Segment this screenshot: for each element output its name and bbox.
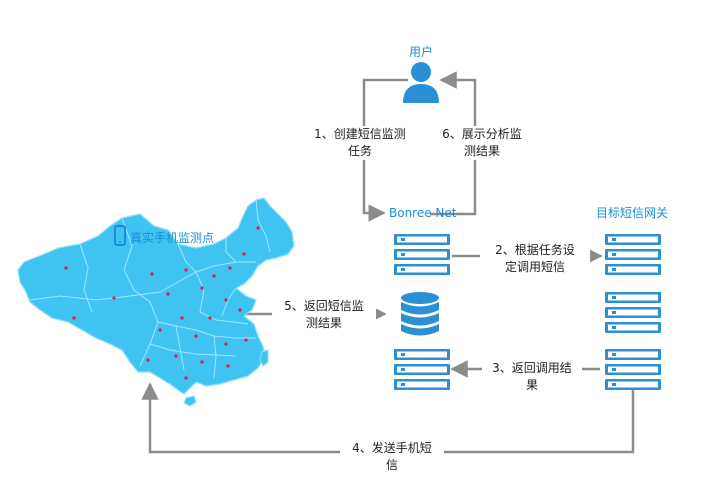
china-map [17, 197, 295, 407]
gateway-server-stack-2 [605, 292, 661, 333]
gateway-server-stack-3 [605, 349, 661, 390]
step-6-line-1: 6、展示分析监 [442, 127, 522, 141]
bonree-server-stack [394, 234, 450, 275]
step-3-line-1: 3、返回调用结 [492, 361, 572, 375]
gateway-server-stack [605, 234, 661, 275]
user-label: 用户 [409, 45, 434, 59]
step-4-line-1: 4、发送手机短 [352, 441, 432, 455]
bonree-server-stack-2 [394, 349, 450, 390]
step-5-line-1: 5、返回短信监 [284, 299, 364, 313]
step-3-line-2: 果 [525, 378, 538, 392]
mobile-phone-icon [114, 225, 126, 246]
phone-monitor-label: 真实手机监测点 [130, 231, 215, 245]
database-icon [401, 292, 439, 336]
gateway-label: 目标短信网关 [596, 206, 669, 220]
step-2-label: 2、根据任务设 定调用短信 [480, 242, 590, 276]
bonree-net-label: Bonree Net [389, 206, 457, 220]
step-4-label: 4、发送手机短 信 [340, 440, 444, 474]
step-6-line-2: 测结果 [463, 144, 500, 158]
step-6-label: 6、展示分析监 测结果 [432, 126, 532, 160]
step-3-label: 3、返回调用结 果 [482, 360, 582, 394]
step-5-line-2: 测结果 [305, 316, 342, 330]
step-2-line-2: 定调用短信 [504, 260, 565, 274]
step-4-line-2: 信 [385, 458, 398, 472]
step-2-line-1: 2、根据任务设 [495, 243, 575, 257]
step-1-label: 1、创建短信监测 任务 [300, 126, 420, 160]
step-5-label: 5、返回短信监 测结果 [272, 298, 376, 332]
step-1-line-2: 任务 [347, 144, 372, 158]
step-1-line-1: 1、创建短信监测 [314, 127, 406, 141]
user-icon [403, 62, 439, 103]
